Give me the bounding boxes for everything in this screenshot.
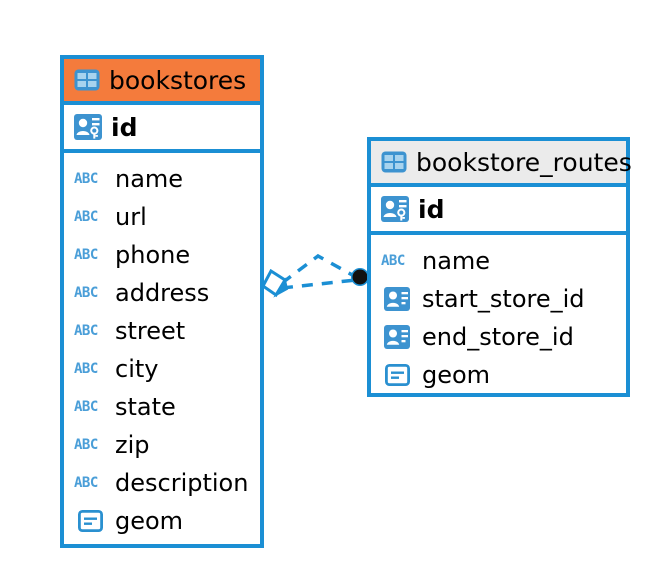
entity-header-bookstores[interactable]: bookstores [64, 59, 260, 105]
field-list-bookstores: ABC name ABC url ABC phone ABC address A… [64, 153, 260, 546]
field-row-id[interactable]: id [371, 187, 626, 235]
primary-key-icon [74, 114, 102, 140]
abc-icon: ABC [74, 399, 98, 415]
field-name: url [115, 203, 147, 231]
field-name: name [115, 165, 184, 193]
abc-icon: ABC [74, 323, 98, 339]
field-row-name[interactable]: ABC name [381, 242, 616, 280]
foreign-key-icon [381, 325, 413, 349]
abc-icon: ABC [74, 437, 98, 453]
field-name: end_store_id [422, 323, 574, 351]
field-row-description[interactable]: ABC description [74, 464, 250, 502]
abc-icon: ABC [381, 253, 405, 269]
diamond-marker [261, 268, 289, 298]
geometry-icon [381, 364, 413, 386]
field-row-end-store-id[interactable]: end_store_id [381, 318, 616, 356]
table-icon [381, 151, 407, 173]
abc-icon: ABC [74, 209, 98, 225]
entity-title: bookstores [109, 65, 247, 95]
field-name: state [115, 393, 176, 421]
field-row-geom[interactable]: geom [74, 502, 250, 540]
field-list-bookstore-routes: ABC name start_store_id [371, 235, 626, 400]
field-name: geom [422, 361, 491, 389]
relationship-branch-upper [280, 253, 357, 285]
geometry-icon [74, 510, 106, 532]
abc-icon: ABC [74, 171, 98, 187]
primary-key-icon [381, 196, 409, 222]
field-row-url[interactable]: ABC url [74, 198, 250, 236]
foreign-key-icon [381, 287, 413, 311]
field-name: street [115, 317, 186, 345]
field-row-phone[interactable]: ABC phone [74, 236, 250, 274]
field-row-state[interactable]: ABC state [74, 388, 250, 426]
field-row-id[interactable]: id [64, 105, 260, 153]
field-name: phone [115, 241, 191, 269]
field-row-city[interactable]: ABC city [74, 350, 250, 388]
abc-icon: ABC [74, 247, 98, 263]
relationship-branch-lower [281, 278, 357, 290]
abc-icon: ABC [74, 475, 98, 491]
entity-header-bookstore-routes[interactable]: bookstore_routes [371, 141, 632, 187]
field-name: geom [115, 507, 184, 535]
field-name: zip [115, 431, 150, 459]
field-name: start_store_id [422, 285, 585, 313]
field-name: id [111, 112, 138, 142]
field-name: description [115, 469, 249, 497]
entity-bookstore-routes[interactable]: bookstore_routes id ABC name [367, 137, 632, 400]
table-icon [74, 69, 100, 91]
field-row-name[interactable]: ABC name [74, 160, 250, 198]
field-row-address[interactable]: ABC address [74, 274, 250, 312]
field-row-start-store-id[interactable]: start_store_id [381, 280, 616, 318]
field-name: id [418, 194, 445, 224]
field-name: name [422, 247, 491, 275]
field-name: address [115, 279, 210, 307]
entity-title: bookstore_routes [416, 147, 632, 177]
field-name: city [115, 355, 159, 383]
field-row-zip[interactable]: ABC zip [74, 426, 250, 464]
field-row-geom[interactable]: geom [381, 356, 616, 394]
field-row-street[interactable]: ABC street [74, 312, 250, 350]
entity-bookstores[interactable]: bookstores id ABC name [60, 55, 264, 548]
abc-icon: ABC [74, 361, 98, 377]
abc-icon: ABC [74, 285, 98, 301]
